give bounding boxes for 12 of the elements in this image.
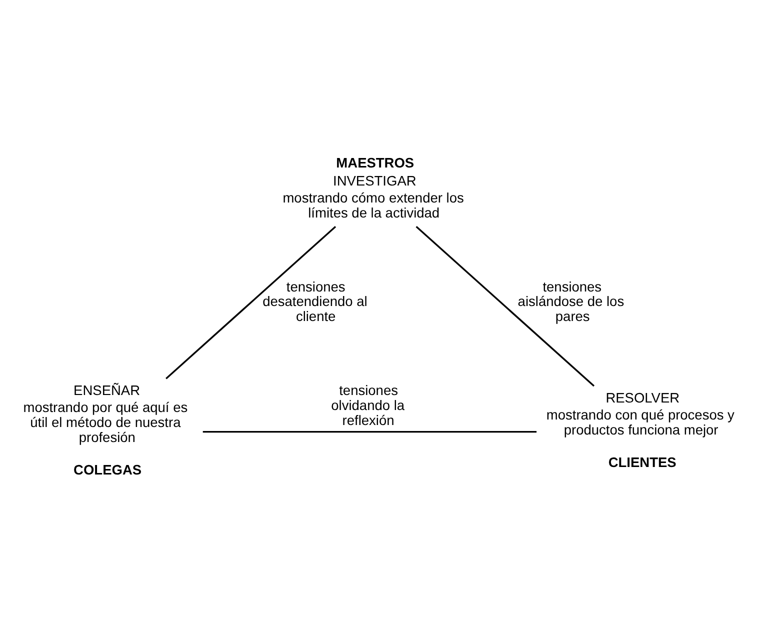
node-text: ENSEÑAR mostrando por qué aquí es útil el método de nuestra profesión — [23, 382, 188, 444]
connector — [166, 225, 336, 379]
node-label: COLEGAS — [74, 462, 142, 478]
connector — [416, 225, 595, 386]
edge-label: tensiones desatendiendo al cliente — [262, 278, 368, 324]
node-text: RESOLVER mostrando con qué procesos y productos funciona mejor — [546, 390, 734, 437]
edge-label: tensiones olvidando la reflexión — [331, 382, 405, 428]
node-label: MAESTROS — [336, 154, 414, 170]
node-label: CLIENTES — [608, 454, 676, 470]
node-text: INVESTIGAR mostrando cómo extender los límites de la actividad — [282, 172, 464, 220]
edge-label: tensiones aislándose de los pares — [518, 278, 624, 324]
connector — [202, 430, 537, 432]
